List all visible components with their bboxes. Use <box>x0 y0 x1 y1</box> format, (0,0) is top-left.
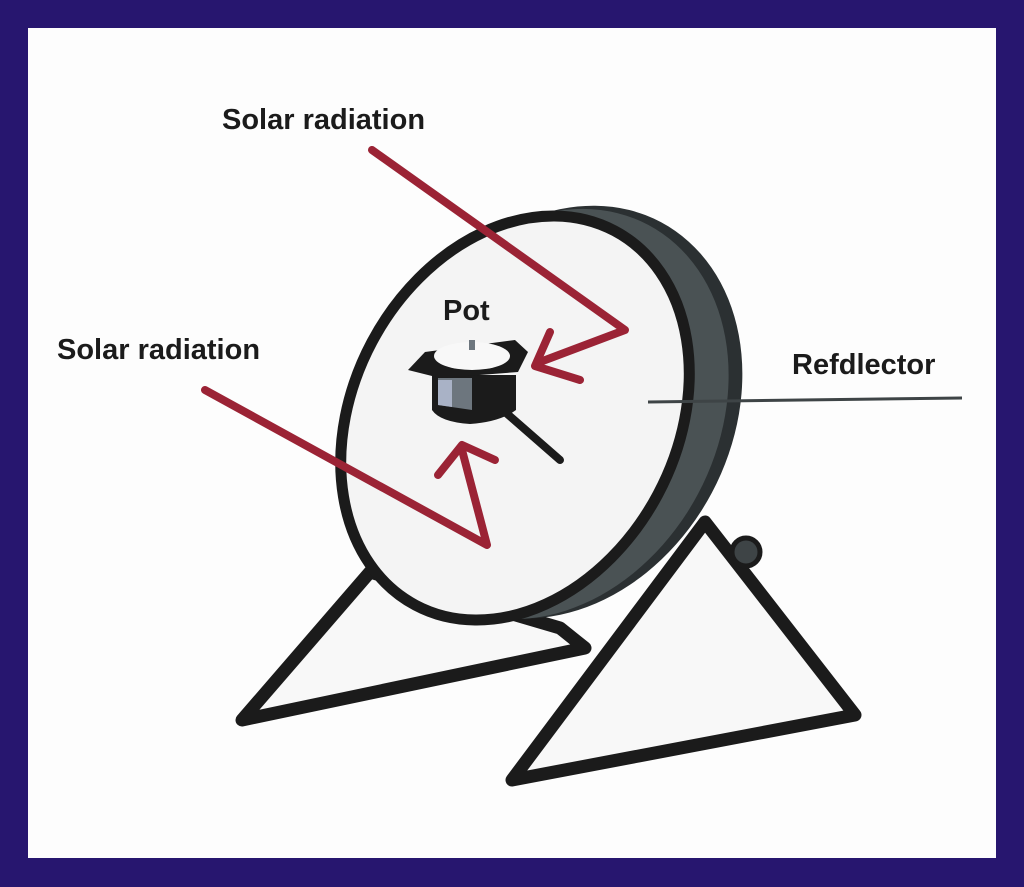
solar-ray-left <box>201 386 499 549</box>
label-pot: Pot <box>443 295 490 327</box>
pivot-pipe <box>729 535 763 569</box>
label-reflector: Refdlector <box>792 349 935 381</box>
right-stand <box>505 515 862 787</box>
label-solar-radiation-left: Solar radiation <box>57 334 260 366</box>
label-solar-radiation-top: Solar radiation <box>222 104 425 136</box>
solar-ray-top <box>368 146 629 384</box>
pot-icon <box>408 340 564 464</box>
reflector-pointer-line <box>647 396 963 404</box>
